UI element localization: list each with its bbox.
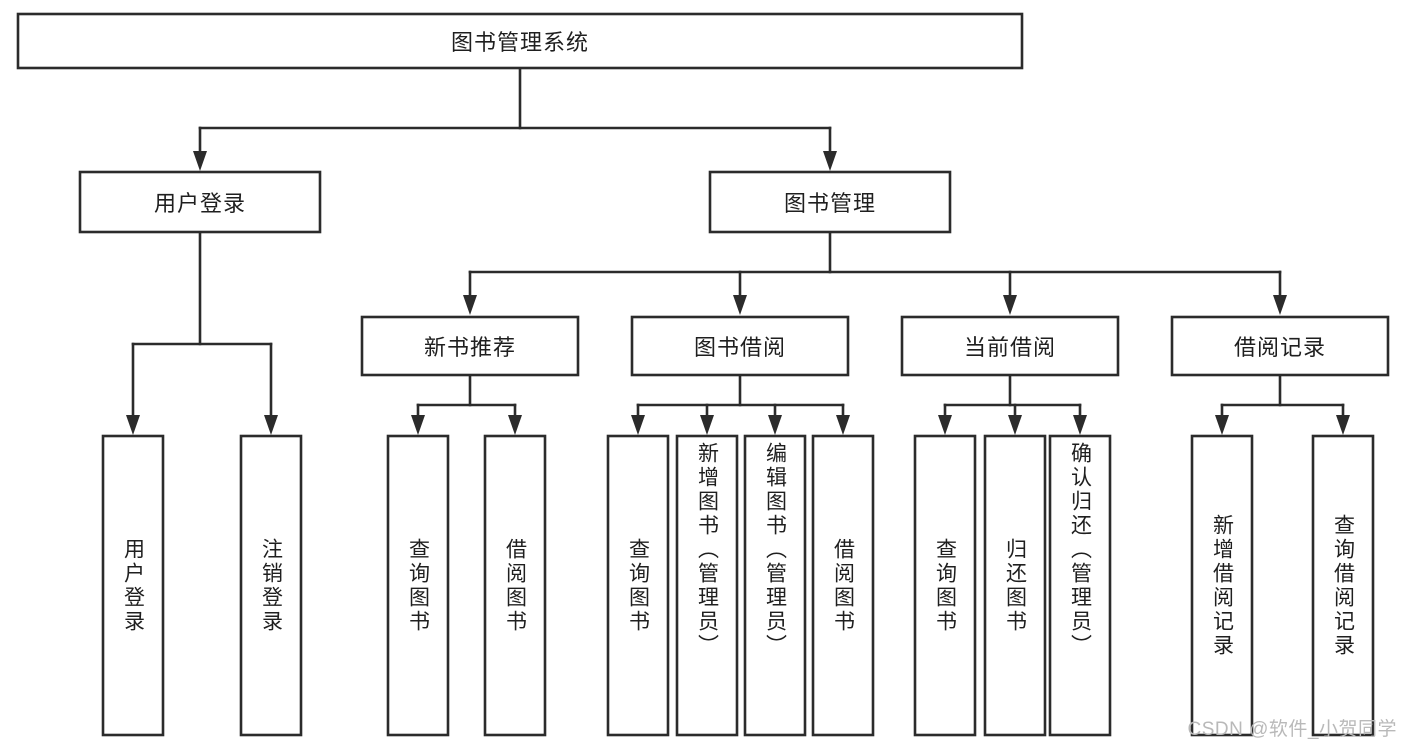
node-box-leaf-add-record[interactable] bbox=[1190, 434, 1254, 737]
node-box-book-manage[interactable] bbox=[708, 170, 952, 234]
node-box-book-borrow[interactable] bbox=[630, 315, 850, 377]
node-box-user-login[interactable] bbox=[78, 170, 322, 234]
node-box-current-borrow[interactable] bbox=[900, 315, 1120, 377]
node-box-borrow-record[interactable] bbox=[1170, 315, 1390, 377]
node-box-leaf-query-book-2[interactable] bbox=[606, 434, 670, 737]
node-box-root[interactable] bbox=[16, 12, 1024, 70]
connector-bookborrow-to-leaves bbox=[631, 373, 850, 435]
node-box-leaf-add-book[interactable] bbox=[675, 434, 739, 737]
node-box-leaf-query-book-1[interactable] bbox=[386, 434, 450, 737]
connector-currentborrow-to-leaves bbox=[938, 373, 1087, 435]
connector-root-to-level2 bbox=[193, 66, 837, 171]
node-box-leaf-return-book[interactable] bbox=[983, 434, 1047, 737]
connector-userlogin-to-leaves bbox=[126, 230, 278, 435]
node-box-leaf-user-logout[interactable] bbox=[239, 434, 303, 737]
node-box-leaf-user-login[interactable] bbox=[101, 434, 165, 737]
node-box-leaf-confirm-return[interactable] bbox=[1048, 434, 1112, 737]
node-box-leaf-borrow-book-2[interactable] bbox=[811, 434, 875, 737]
node-box-new-book-recommend[interactable] bbox=[360, 315, 580, 377]
connector-bookmanage-to-level3 bbox=[463, 230, 1287, 315]
node-box-leaf-borrow-book-1[interactable] bbox=[483, 434, 547, 737]
connector-borrowrecord-to-leaves bbox=[1215, 373, 1350, 435]
csdn-watermark: CSDN @软件_小贺同学 bbox=[1187, 719, 1397, 740]
node-box-leaf-query-book-3[interactable] bbox=[913, 434, 977, 737]
connector-newbook-to-leaves bbox=[411, 373, 522, 435]
node-box-leaf-edit-book[interactable] bbox=[743, 434, 807, 737]
node-box-leaf-query-record[interactable] bbox=[1311, 434, 1375, 737]
